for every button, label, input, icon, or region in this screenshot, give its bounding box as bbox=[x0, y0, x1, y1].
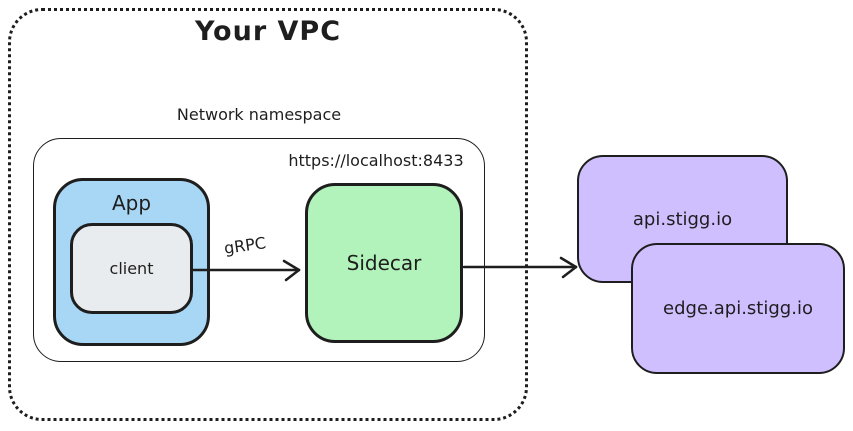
network-namespace-label: Network namespace bbox=[176, 105, 342, 124]
endpoint-api-label: api.stigg.io bbox=[632, 208, 733, 230]
vpc-title: Your VPC bbox=[194, 16, 342, 47]
sidecar-node: Sidecar bbox=[305, 183, 463, 343]
vpc-boundary-box bbox=[8, 8, 528, 421]
app-node-label: App bbox=[111, 191, 152, 215]
localhost-url-label: https://localhost:8433 bbox=[288, 151, 464, 170]
client-node: client bbox=[70, 223, 193, 314]
sidecar-node-label: Sidecar bbox=[346, 251, 422, 275]
endpoint-edge-node: edge.api.stigg.io bbox=[631, 243, 845, 374]
endpoint-edge-label: edge.api.stigg.io bbox=[663, 298, 813, 319]
client-node-label: client bbox=[109, 259, 154, 278]
app-node: App client bbox=[53, 178, 210, 346]
